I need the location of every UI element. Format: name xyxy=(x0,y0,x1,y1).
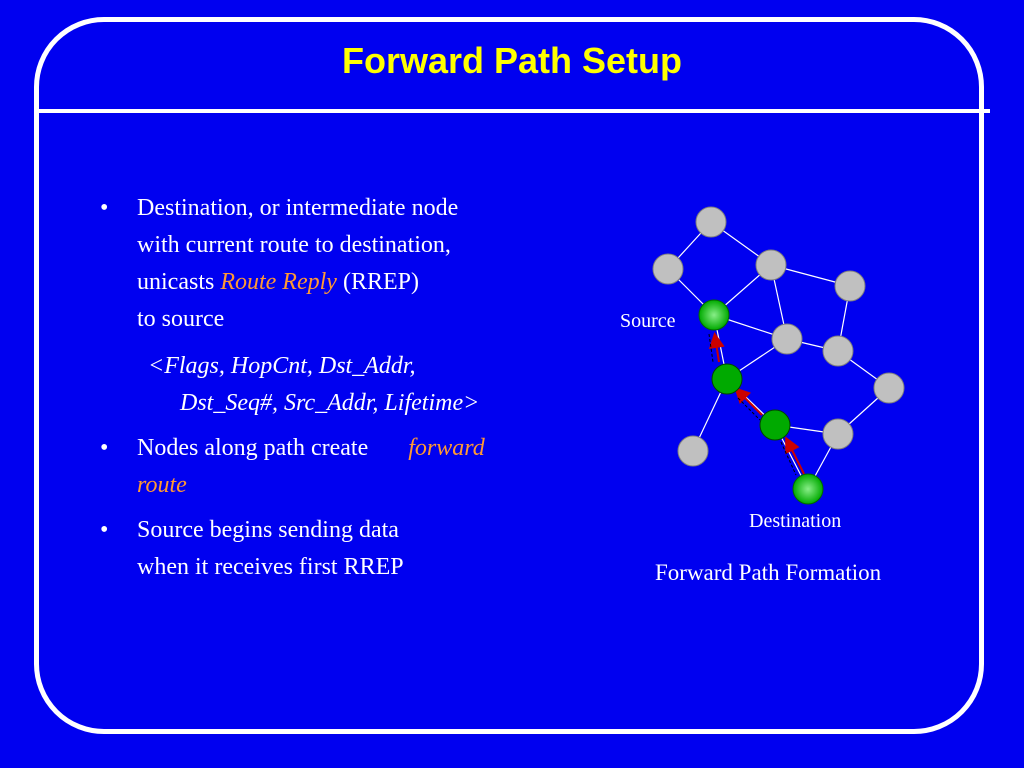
network-node xyxy=(822,418,854,450)
rrep-arrow xyxy=(785,436,805,475)
bullet-dot: • xyxy=(100,517,109,543)
bullet-line: unicasts Route Reply (RREP) xyxy=(137,264,419,301)
network-node xyxy=(755,249,787,281)
bullet-line: to source xyxy=(137,301,224,338)
path-node xyxy=(759,409,791,441)
forward-hint xyxy=(737,397,761,421)
bullet-line: when it receives first RREP xyxy=(137,554,404,580)
network-node xyxy=(652,253,684,285)
route-term: route xyxy=(137,472,187,498)
bullet-line: with current route to destination, xyxy=(137,227,451,264)
network-nodes xyxy=(652,206,905,505)
bullet-dot: • xyxy=(100,195,109,221)
bullet-text: to source xyxy=(137,306,225,332)
path-node xyxy=(711,363,743,395)
bullet-text: (RREP) xyxy=(336,269,419,295)
destination-node xyxy=(792,473,824,505)
forward-hint xyxy=(780,441,797,476)
route-reply-term: Route Reply xyxy=(220,269,337,295)
bullet-text: Nodes along path create xyxy=(137,435,369,461)
rrep-arrows xyxy=(708,332,805,476)
bullet-text: unicasts xyxy=(137,269,221,295)
slide-frame xyxy=(34,17,984,734)
rrep-fields-line: Dst_Seq#, Src_Addr, Lifetime> xyxy=(180,390,480,416)
diagram-caption: Forward Path Formation xyxy=(655,560,882,585)
bullet-text: with current route to destination, xyxy=(137,232,451,258)
network-node xyxy=(695,206,727,238)
network-node xyxy=(822,335,854,367)
title-divider xyxy=(34,109,990,113)
source-node xyxy=(698,299,730,331)
bullet-line: Destination, or intermediate node xyxy=(137,190,458,227)
bullet-line: Source begins sending data xyxy=(137,517,399,543)
network-node xyxy=(677,435,709,467)
bullet-dot: • xyxy=(100,435,109,461)
rrep-fields-line: <Flags, HopCnt, Dst_Addr, xyxy=(148,353,416,379)
source-label: Source xyxy=(620,310,676,332)
network-node xyxy=(873,372,905,404)
forward-term: forward xyxy=(408,435,485,461)
network-node xyxy=(834,270,866,302)
network-node xyxy=(771,323,803,355)
rrep-arrow xyxy=(708,332,725,363)
bullet-line: Nodes along path create forward xyxy=(137,430,485,467)
slide-title: Forward Path Setup xyxy=(341,40,683,81)
destination-label: Destination xyxy=(749,510,841,532)
rrep-arrow xyxy=(734,387,763,416)
bullet-text: Destination, or intermediate node xyxy=(137,195,459,221)
forward-hint xyxy=(708,333,714,363)
